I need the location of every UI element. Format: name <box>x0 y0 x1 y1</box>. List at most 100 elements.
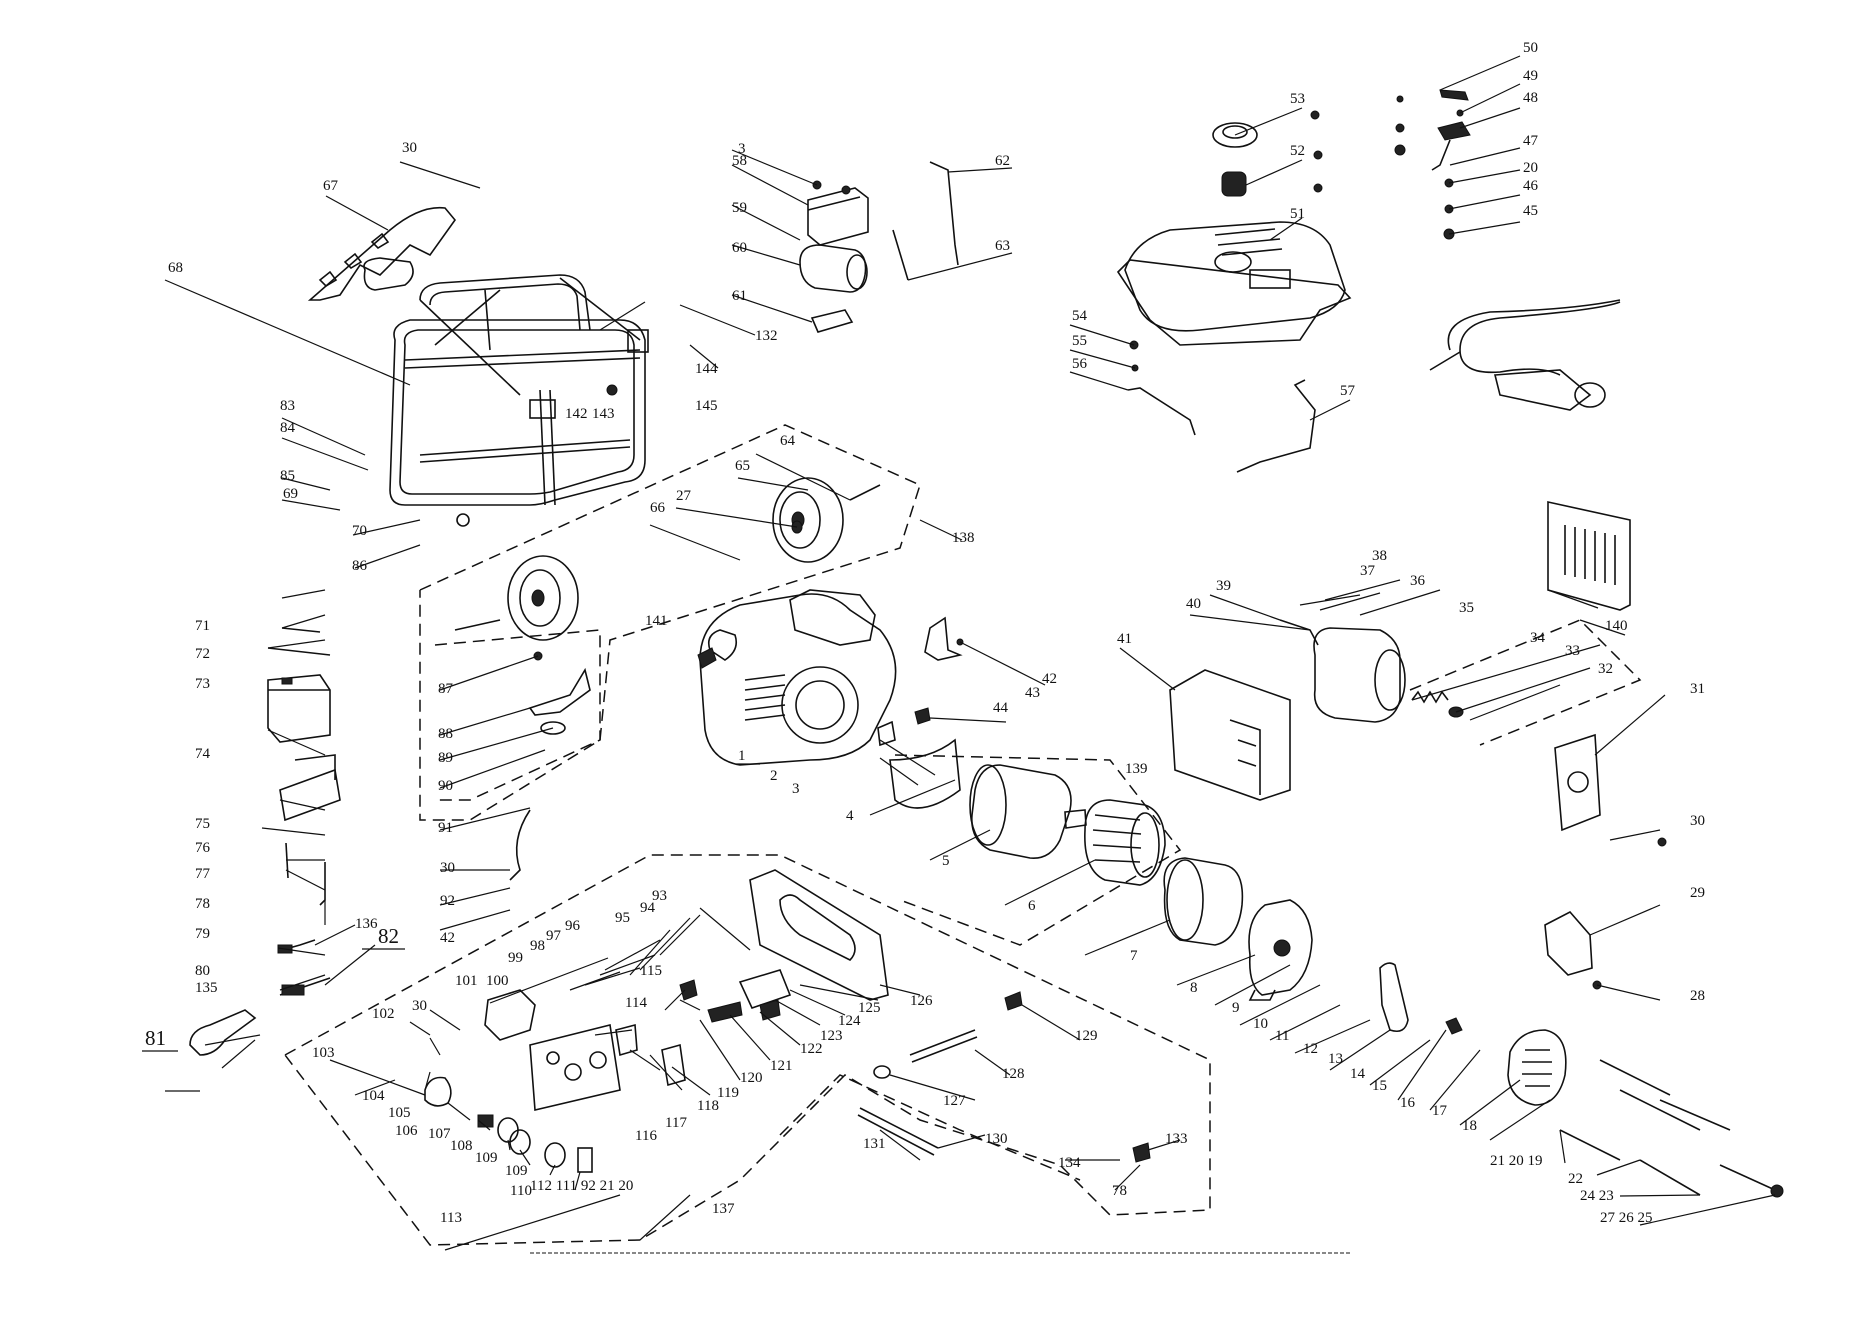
part-number-label: 106 <box>395 1123 418 1139</box>
part-number-label: 30 <box>1690 813 1705 829</box>
hose-39 <box>1279 619 1319 646</box>
part-number-label: 101 <box>455 973 478 989</box>
end-bell-8 <box>1248 899 1313 996</box>
frame-top-rail <box>419 274 591 331</box>
part-number-label: 4 <box>846 808 854 824</box>
bolt-long-5 <box>1639 1159 1701 1196</box>
part-number-label: 15 <box>1372 1078 1387 1094</box>
part-number-label: 34 <box>1530 630 1546 646</box>
plug-109b <box>544 1142 566 1168</box>
shroud-41-face <box>1229 719 1261 795</box>
spacer-2 <box>877 720 896 747</box>
part-number-label: 109 <box>475 1150 498 1166</box>
part-number-label: 80 <box>195 963 210 979</box>
side-covers <box>1544 501 1667 990</box>
part-number-label: 60 <box>732 240 747 256</box>
part-number-label: 21 20 19 <box>1490 1153 1543 1169</box>
rotor-shaft <box>1064 809 1087 829</box>
part-number-label: 96 <box>565 918 581 934</box>
engine-block <box>697 589 897 766</box>
wheel-left-tire <box>507 555 579 641</box>
engine-fins <box>744 674 786 721</box>
part-number-label: 46 <box>1523 178 1539 194</box>
washer-c <box>1396 95 1404 103</box>
frame-foot-1 <box>456 513 470 527</box>
bolt-long-6 <box>1719 1164 1776 1191</box>
bolt-tank-a <box>1310 110 1320 120</box>
fuel-gauge-window <box>1249 269 1291 289</box>
panel-125-cutout <box>779 894 856 961</box>
part-number-label: 97 <box>546 928 562 944</box>
air-box-40 <box>1313 627 1401 723</box>
housing-7 <box>1163 857 1244 946</box>
group-137-outline <box>419 424 921 821</box>
rod-127 <box>909 1029 978 1063</box>
bolt-head-25 <box>1770 1184 1784 1198</box>
rod-56 <box>1127 387 1196 436</box>
part-number-label: 86 <box>352 558 368 574</box>
knob-105 <box>424 1076 452 1107</box>
meter-101 <box>484 989 536 1041</box>
fuel-strainer-52 <box>1221 171 1247 197</box>
part-number-label: 137 <box>712 1201 735 1217</box>
engine-recoil <box>707 629 738 661</box>
part-number-label: 70 <box>352 523 367 539</box>
part-number-label: 29 <box>1690 885 1705 901</box>
part-number-label: 69 <box>283 486 298 502</box>
rod-57 <box>1236 379 1316 473</box>
engine-pull-handle <box>697 647 717 669</box>
part-number-label: 22 <box>1568 1171 1583 1187</box>
frame-vert-1 <box>484 289 491 351</box>
starter-solenoid-assembly <box>799 180 869 333</box>
heat-shield-tube <box>363 257 414 291</box>
part-number-label: 18 <box>1462 1118 1477 1134</box>
foot-bracket-88 <box>528 667 591 716</box>
alternator-assembly <box>969 764 1244 946</box>
housing-7-rim <box>1166 859 1204 941</box>
bolt-tank-c <box>1313 183 1323 193</box>
strap-72 <box>281 627 321 633</box>
part-number-label: 9 <box>1232 1000 1240 1016</box>
part-number-label: 103 <box>312 1045 335 1061</box>
frame-bolt <box>606 384 618 396</box>
part-number-label: 3 <box>738 141 746 157</box>
switch-114 <box>679 979 698 1001</box>
bolt-30-right <box>1657 837 1667 847</box>
part-number-label: 48 <box>1523 90 1538 106</box>
part-number-label: 126 <box>910 993 933 1009</box>
rubber-foot-89 <box>540 721 566 735</box>
rod-63 <box>892 229 909 281</box>
part-number-label: 13 <box>1328 1051 1343 1067</box>
part-number-label: 24 23 <box>1580 1188 1614 1204</box>
part-number-label: 39 <box>1216 578 1231 594</box>
starter-bracket-61 <box>810 309 854 333</box>
part-number-label: 1 <box>738 748 746 764</box>
cables <box>189 809 531 1056</box>
hose-loop <box>1459 301 1621 376</box>
part-number-label: 20 <box>1523 160 1538 176</box>
stator-bore <box>1130 812 1160 878</box>
muffler-heat-shield <box>307 206 457 301</box>
part-number-label: 113 <box>440 1210 462 1226</box>
part-number-label: 73 <box>195 676 210 692</box>
part-number-label: 66 <box>650 500 666 516</box>
part-number-label: 28 <box>1690 988 1705 1004</box>
part-number-label: 84 <box>280 420 296 436</box>
part-number-label: 42 <box>1042 671 1057 687</box>
frame-tube-inner <box>399 329 635 495</box>
plug-108 <box>497 1117 519 1143</box>
part-number-label: 123 <box>820 1028 843 1044</box>
part-number-label: 65 <box>735 458 750 474</box>
part-number-label: 32 <box>1598 661 1613 677</box>
part-number-label: 52 <box>1290 143 1305 159</box>
part-number-label: 116 <box>635 1128 657 1144</box>
engine-flywheel-inner <box>795 680 845 730</box>
part-number-label: 125 <box>858 1000 881 1016</box>
bolt-tank-b <box>1313 150 1323 160</box>
cover-110 <box>577 1147 593 1173</box>
heat-shield-body <box>307 206 457 301</box>
starter-motor-end <box>846 254 868 290</box>
bolt-long-1 <box>1599 1059 1671 1096</box>
fuel-tank-51 <box>1124 221 1346 332</box>
